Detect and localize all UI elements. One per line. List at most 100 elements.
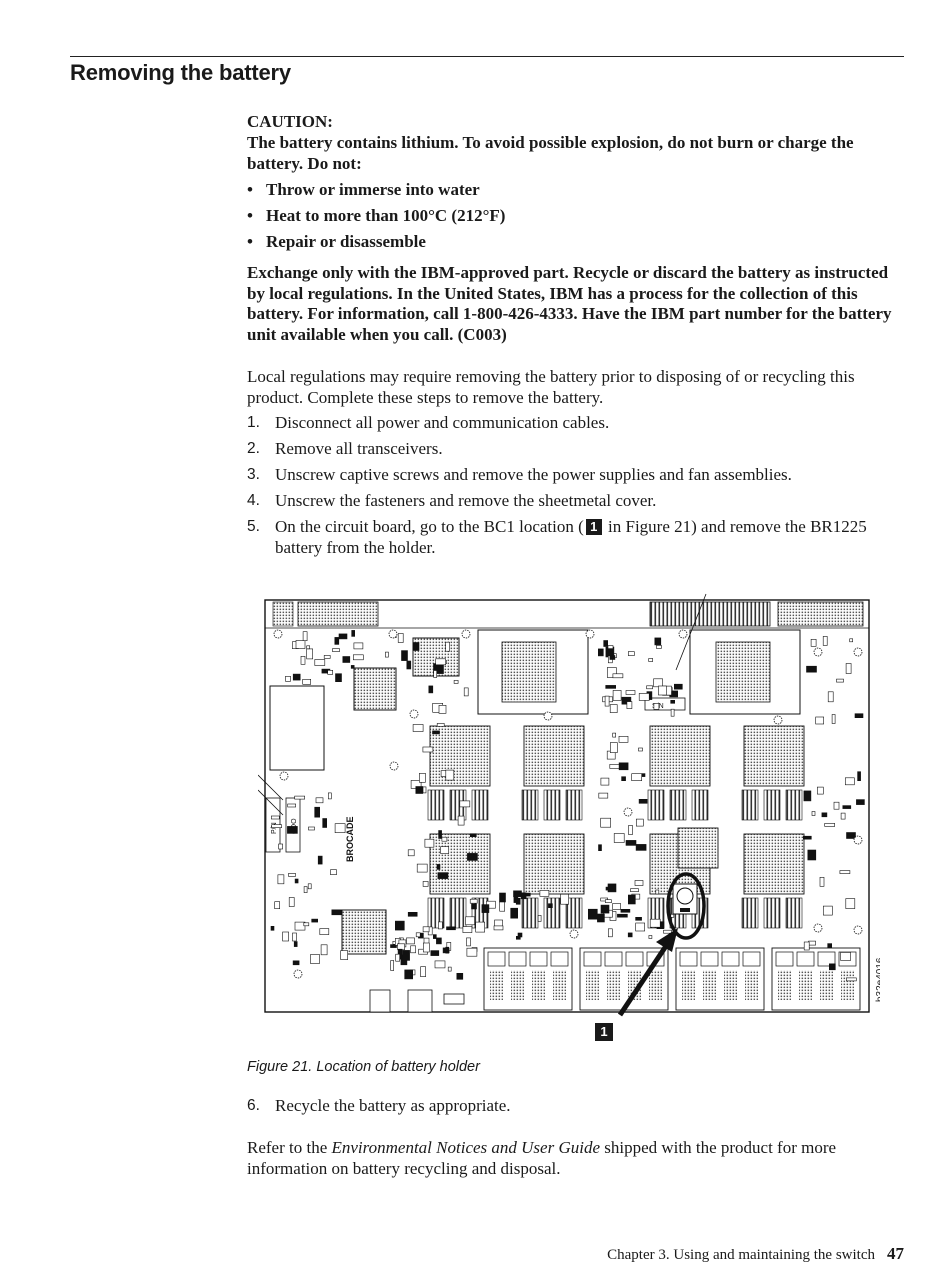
step-text: Remove all transceivers. <box>275 439 443 459</box>
sfp-port <box>529 951 548 967</box>
page-number: 47 <box>887 1244 904 1263</box>
caution-bullet-text: Repair or disassemble <box>266 232 426 251</box>
smd-component <box>420 966 426 978</box>
caution-exchange-text: Exchange only with the IBM-approved part… <box>247 263 892 344</box>
smd-component <box>499 900 505 912</box>
smd-component <box>609 704 618 713</box>
step-text: Unscrew the fasteners and remove the she… <box>275 491 657 511</box>
memory-module <box>427 897 445 929</box>
smd-component <box>670 700 676 704</box>
section-heading: Removing the battery <box>70 60 291 85</box>
smd-component <box>424 838 435 848</box>
smd-component <box>606 667 617 678</box>
smd-component <box>663 929 672 934</box>
smd-component <box>587 908 598 920</box>
smd-component <box>638 747 643 752</box>
smd-component <box>390 944 397 948</box>
memory-module <box>785 897 803 929</box>
smd-component <box>598 844 602 851</box>
asic-chip <box>743 833 805 895</box>
smd-component <box>292 673 301 681</box>
smd-component <box>621 776 626 781</box>
caution-bullet: • Heat to more than 100°C (212°F) <box>247 206 505 232</box>
smd-component <box>435 658 446 666</box>
smd-component <box>274 901 281 910</box>
smd-component <box>353 654 364 661</box>
smd-component <box>282 931 289 942</box>
smd-component <box>293 941 298 947</box>
caution-bullet-text: Heat to more than 100°C (212°F) <box>266 206 506 225</box>
smd-component <box>430 950 440 956</box>
smd-component <box>433 670 437 678</box>
caution-bullet: •Repair or disassemble <box>247 232 505 258</box>
steps-list: 1.Disconnect all power and communication… <box>247 413 907 564</box>
smd-component <box>600 817 612 828</box>
smd-component <box>308 826 315 831</box>
smd-component <box>517 932 523 938</box>
step-text: Unscrew captive screws and remove the po… <box>275 465 792 485</box>
smd-component <box>471 903 477 910</box>
step-number: 4. <box>247 492 260 510</box>
smd-component <box>306 648 314 660</box>
battery-location-figure: P/N CDO BROCADE S/N b32e4016 1 <box>257 590 886 1050</box>
smd-component <box>407 849 415 857</box>
memory-module <box>521 897 539 929</box>
smd-component <box>618 736 629 743</box>
step-number: 5. <box>247 518 260 536</box>
smd-component <box>467 853 478 861</box>
screw-hole <box>293 969 303 979</box>
board-label-pn: P/N <box>271 822 278 834</box>
smd-component <box>856 799 865 805</box>
smd-component <box>397 633 404 643</box>
smd-component <box>351 630 355 637</box>
smd-component <box>456 972 464 980</box>
page-footer: Chapter 3. Using and maintaining the swi… <box>607 1244 904 1264</box>
bullet-icon: • <box>247 180 253 199</box>
smd-component <box>292 960 300 966</box>
smd-component <box>627 651 635 656</box>
board-label-cdo: CDO <box>291 818 298 834</box>
smd-component <box>320 944 328 956</box>
smd-component <box>670 708 675 717</box>
smd-component <box>810 638 817 647</box>
bullet-icon: • <box>247 206 253 225</box>
smd-component <box>278 843 283 850</box>
step-text-after: in Figure 21) and remove the BR1225 batt… <box>275 517 867 557</box>
refer-paragraph: Refer to the Environmental Notices and U… <box>247 1138 907 1179</box>
smd-component <box>412 724 424 732</box>
sfp-port <box>775 951 794 967</box>
screw-hole <box>569 929 579 939</box>
small-components <box>270 629 865 982</box>
smd-component <box>803 790 812 802</box>
smd-component <box>836 678 844 683</box>
smd-component <box>300 656 306 665</box>
smd-component <box>438 830 442 839</box>
sfp-port <box>796 951 815 967</box>
smd-component <box>315 797 324 804</box>
figure-caption: Figure 21. Location of battery holder <box>247 1059 480 1075</box>
smd-component <box>618 762 629 771</box>
smd-component <box>271 815 280 820</box>
smd-component <box>438 921 443 930</box>
smd-component <box>287 803 297 808</box>
smd-component <box>649 918 661 928</box>
smd-component <box>416 863 428 873</box>
smd-component <box>857 771 861 781</box>
step-item: 2.Remove all transceivers. <box>247 439 907 460</box>
smd-component <box>840 952 851 961</box>
smd-component <box>822 636 828 646</box>
step-number: 6. <box>247 1097 260 1114</box>
smd-component <box>466 937 471 947</box>
smd-component <box>462 926 473 933</box>
smd-component <box>307 883 312 890</box>
smd-component <box>404 969 413 980</box>
smd-component <box>499 892 506 903</box>
memory-module <box>763 897 781 929</box>
smd-component <box>342 656 351 663</box>
screw-hole <box>585 629 595 639</box>
smd-component <box>322 818 327 828</box>
caution-bullet: •Throw or immerse into water <box>247 180 505 206</box>
intro-paragraph: Local regulations may require removing t… <box>247 367 855 407</box>
smd-component <box>808 940 816 946</box>
smd-component <box>493 925 504 931</box>
